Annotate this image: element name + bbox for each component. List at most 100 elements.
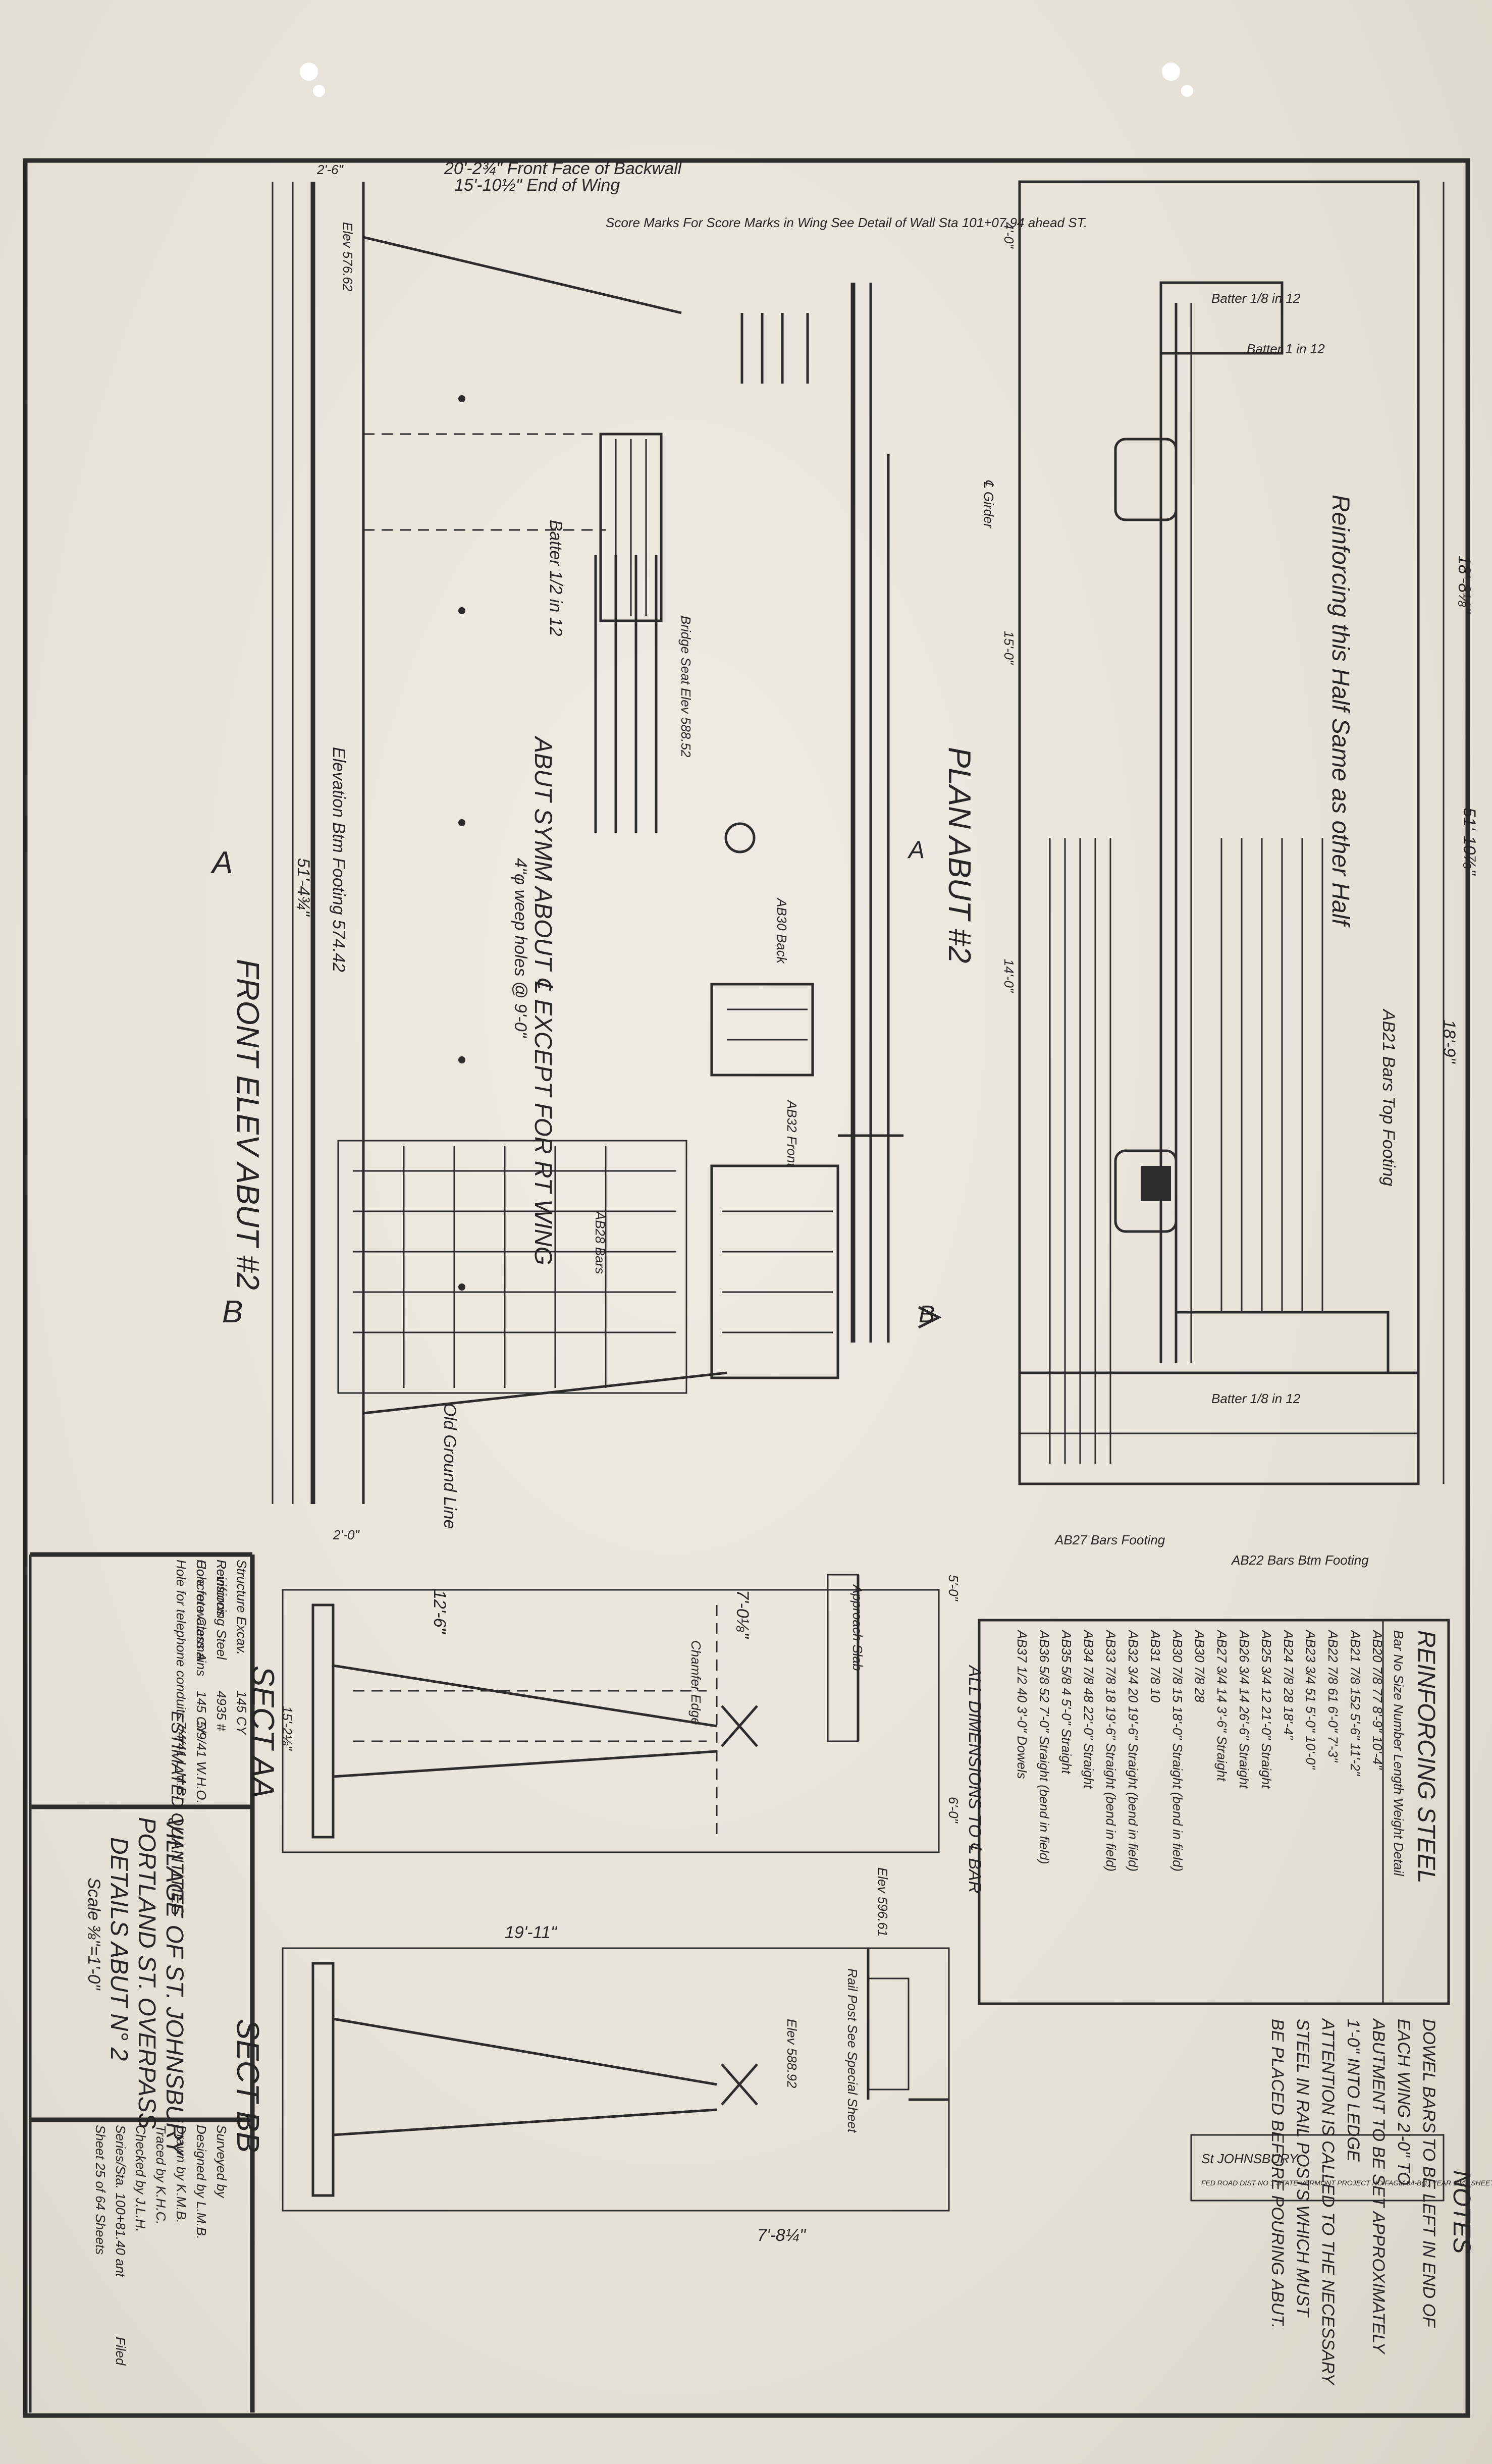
sig-surveyed: Surveyed by: [214, 2125, 229, 2199]
sig-filed: Filed: [113, 2337, 128, 2366]
dim-7-8: 7'-8¼": [757, 2226, 807, 2245]
batter-mid: Batter 1 in 12: [1247, 341, 1325, 356]
reinforcing-row: AB35 5/8 4 5'-0" Straight: [1059, 1629, 1074, 1775]
punch-hole: [1162, 63, 1180, 81]
all-dimensions: ALL DIMENSIONS TO ℄ BAR: [965, 1665, 984, 1893]
section-b-marker: B: [222, 1295, 243, 1329]
reinforcing-row: AB23 3/4 51 5'-0" 10'-0": [1303, 1629, 1318, 1770]
revision-desc: Hole for telephone conduits: [174, 1560, 189, 1720]
punch-hole: [300, 63, 318, 81]
chamfer-edge: Chamfer Edge: [688, 1640, 704, 1725]
dim-19-11: 19'-11": [505, 1923, 558, 1942]
sig-checked: Checked by J.L.H.: [133, 2125, 148, 2232]
eq-title: ESTIMATED QUANTITIES: [168, 1711, 187, 1916]
title-line2: PORTLAND ST. OVERPASS: [133, 1817, 160, 2129]
front-elevation: [272, 182, 727, 1504]
eq-row: Concrete Class A: [194, 1560, 209, 1661]
plan-view: [710, 283, 942, 1379]
section-b-marker-2: B: [919, 1301, 935, 1328]
dim-front-face: 20'-2¾" Front Face of Backwall: [444, 159, 682, 178]
title-line1: DETAILS ABUT N° 2: [105, 1837, 132, 2061]
ab21-bars: AB21 Bars Top Footing: [1379, 1008, 1398, 1186]
punch-hole: [313, 85, 325, 97]
section-aa: [282, 1574, 940, 1853]
note-line: 1'-0" INTO LEDGE: [1344, 2019, 1363, 2162]
stamp-text: St JOHNSBURY FED ROAD DIST NO 1 STATE VE…: [1201, 2151, 1492, 2187]
approach-slab: Approach Slab: [850, 1584, 865, 1671]
reinforcing-table: [978, 1619, 1450, 2005]
dim-right-total: 51'-10⅞": [1460, 808, 1479, 876]
dim-15-0: 15'-0": [1001, 631, 1017, 665]
reinforcing-row: AB22 7/8 61 6'-0" 7'-3": [1325, 1629, 1341, 1763]
revisions: Revisions Hole for watermains 5/9/41 W.H…: [174, 1560, 229, 1804]
dim-15-2: 15'-2⅛": [280, 1706, 295, 1751]
dim-18-8: 18'-8⅛": [1455, 555, 1474, 614]
revision-desc: Hole for watermains: [194, 1560, 209, 1676]
note-line: STEEL IN RAIL POSTS WHICH MUST: [1293, 2019, 1312, 2318]
elev-588: Elev 588.92: [784, 2019, 800, 2088]
dim-total-front: 51'-4¾": [294, 858, 313, 917]
reinforcing-row: AB37 1/2 40 3'-0" Dowels: [1015, 1629, 1030, 1779]
weep-holes: 4"φ weep holes @ 9'-0": [511, 858, 530, 1039]
revisions-title: Revisions: [214, 1560, 229, 1617]
score-marks-note: Score Marks For Score Marks in Wing See …: [606, 215, 1087, 230]
old-ground: Old Ground Line: [440, 1403, 459, 1529]
side-section: [1018, 180, 1445, 1485]
reinforcing-rows: AB20 7/8 77 8'-9" 10'-4" AB21 7/8 152 5'-…: [1015, 1629, 1385, 1871]
reinforcing-row: AB36 5/8 52 7'-0" Straight (bend in fiel…: [1037, 1629, 1052, 1864]
sig-traced: Traced by K.H.C.: [153, 2125, 169, 2224]
batter-bottom: Batter 1/8 in 12: [1211, 1391, 1301, 1406]
section-a-marker: A: [210, 845, 233, 880]
ab27-footing: AB27 Bars Footing: [1054, 1532, 1165, 1547]
sig-series: Series/Sta. 100+81.40 ant: [113, 2125, 128, 2278]
elev-top-sect: Elev 596.61: [875, 1867, 890, 1937]
elev-top: Elev 576.62: [340, 222, 355, 292]
ab32-front: AB32 Front: [784, 1099, 800, 1167]
dim-14-0: 14'-0": [1001, 959, 1017, 993]
note-line: DOWEL BARS TO BE LEFT IN END OF: [1419, 2019, 1438, 2328]
sig-designed: Designed by L.M.B.: [194, 2125, 209, 2239]
eq-qty: 145 CY: [234, 1691, 249, 1735]
eq-row: Reinforcing Steel: [214, 1560, 229, 1660]
batter-top: Batter 1/8 in 12: [1211, 291, 1301, 306]
dim-6-0: 6'-0": [946, 1797, 961, 1824]
dim-end-wing: 15'-10½" End of Wing: [454, 176, 620, 195]
reinforcing-steel-text: REINFORCING STEEL Bar No Size Number Len…: [1391, 1630, 1440, 1883]
project-stamp: [1190, 2134, 1445, 2202]
dim-7-0: 7'-0⅛": [733, 1590, 752, 1639]
eq-qty: 4935 #: [214, 1691, 229, 1731]
dim-18-9: 18'-9": [1440, 1020, 1459, 1064]
elev-bottom-footing: Elevation Btm Footing 574.42: [329, 747, 348, 972]
reinforcing-row: AB31 7/8 10: [1148, 1629, 1163, 1703]
dim-2-0: 2'-0": [333, 1527, 360, 1542]
symm-note: ABUT SYMM ABOUT ℄ EXCEPT FOR RT WING: [529, 735, 556, 1265]
ab22-bars: AB22 Bars Btm Footing: [1231, 1552, 1369, 1568]
reinforcing-half: Reinforcing this Half Same as other Half: [1327, 495, 1354, 928]
front-elev-title: FRONT ELEV ABUT #2: [230, 959, 265, 1290]
bridge-seat: Bridge Seat Elev 588.52: [678, 616, 694, 758]
dim-wall: 2'-6": [316, 162, 344, 177]
batter-label: Batter 1/2 in 12: [546, 520, 565, 636]
note-line: ABUTMENT TO BE SET APPROXIMATELY: [1369, 2018, 1388, 2354]
punch-hole: [1181, 85, 1193, 97]
note-line: EACH WING 2'-0" TO: [1394, 2019, 1413, 2185]
plan-title: PLAN ABUT #2: [942, 747, 977, 963]
sig-sheet: Sheet 25 of 64 Sheets: [93, 2125, 108, 2255]
sect-bb-title: SECT BB: [230, 2019, 265, 2153]
reinforcing-row: AB27 3/4 14 3'-6" Straight: [1214, 1629, 1230, 1782]
note-line: ATTENTION IS CALLED TO THE NECESSARY: [1318, 2018, 1338, 2386]
notes-block: NOTES DOWEL BARS TO BE LEFT IN END OF EA…: [1268, 2018, 1475, 2386]
title-text: DETAILS ABUT N° 2 PORTLAND ST. OVERPASS …: [84, 1817, 188, 2157]
girder-label: ℄ Girder: [981, 479, 996, 528]
signature-block: Surveyed by Designed by L.M.B. Drawn by …: [93, 2125, 229, 2366]
title-scale: Scale ⅜"=1'-0": [84, 1878, 103, 1991]
sect-aa-title: SECT AA: [245, 1666, 280, 1798]
reinforcing-row: AB33 7/8 18 19'-6" Straight (bend in fie…: [1103, 1629, 1118, 1871]
rs-header: Bar No Size Number Length Weight Detail: [1391, 1630, 1406, 1877]
reinforcing-row: AB21 7/8 152 5'-6" 11'-2": [1348, 1629, 1363, 1777]
sig-drawn: Drawn by K.M.B.: [174, 2125, 189, 2223]
eq-row: Structure Excav.: [234, 1560, 249, 1655]
reinforcing-row: AB20 7/8 77 8'-9" 10'-4": [1370, 1629, 1385, 1770]
reinforcing-row: AB34 7/8 48 22'-0" Straight: [1081, 1629, 1096, 1789]
